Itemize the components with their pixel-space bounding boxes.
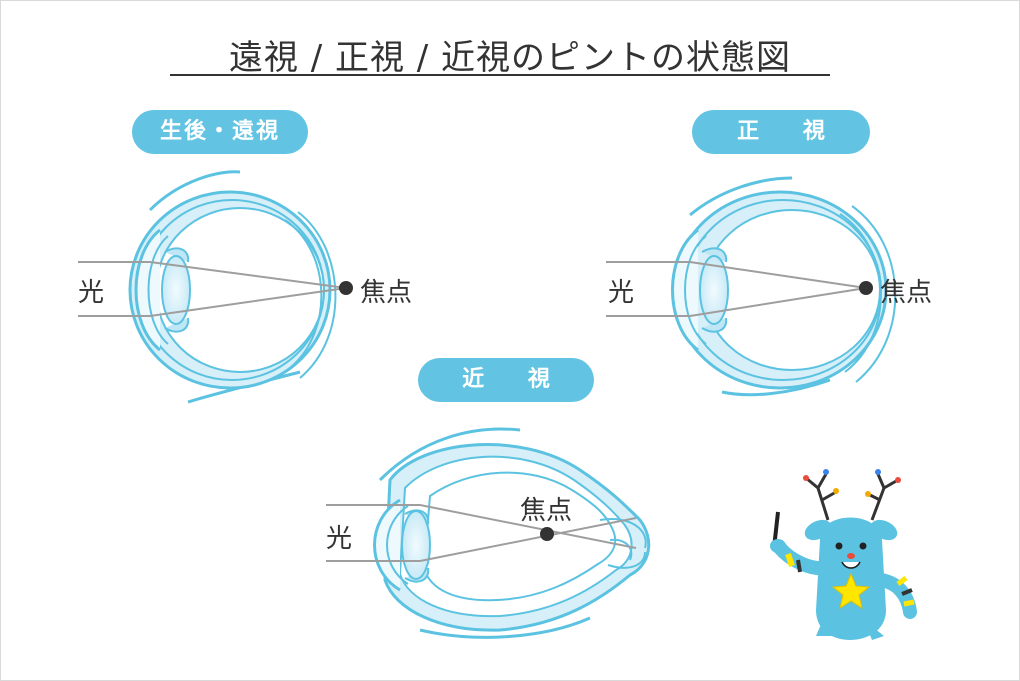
- light-label-myopia: 光: [326, 524, 353, 554]
- light-label-hyperopia: 光: [78, 278, 105, 308]
- focus-label-hyperopia: 焦点: [360, 278, 413, 308]
- eye-emmetropia: [606, 176, 897, 397]
- eye-hyperopia: [78, 170, 353, 404]
- mascot-icon: [770, 469, 917, 640]
- light-label-emmetropia: 光: [608, 278, 635, 308]
- focus-label-emmetropia: 焦点: [880, 278, 933, 308]
- focus-label-myopia: 焦点: [520, 496, 573, 526]
- label-pill-emmetropia: 正 視: [692, 110, 870, 154]
- label-pill-myopia: 近 視: [418, 358, 594, 402]
- label-pill-hyperopia: 生後・遠視: [132, 110, 308, 154]
- title-underline: [170, 74, 830, 76]
- eye-myopia: [326, 427, 651, 639]
- page-title: 遠視 / 正視 / 近視のピントの状態図: [228, 38, 792, 78]
